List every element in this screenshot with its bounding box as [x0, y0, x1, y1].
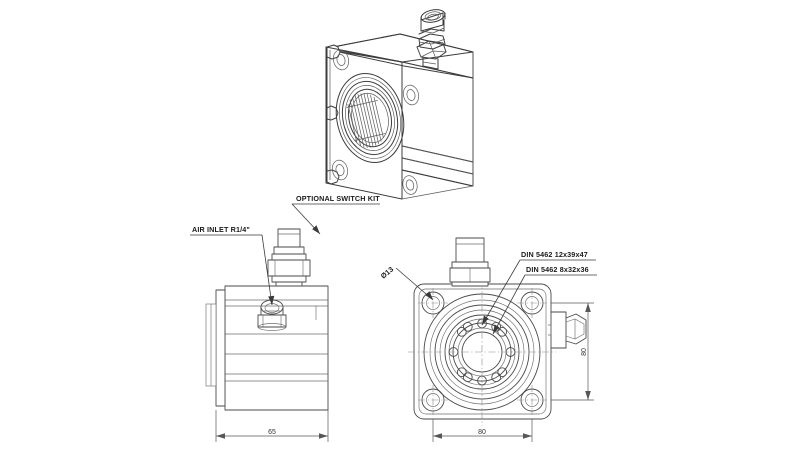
iso-flange-bottom-edge	[401, 185, 474, 200]
front-view: 80 80 Ø13 DIN 546	[379, 237, 597, 442]
spline-outer-leader	[481, 259, 596, 326]
front-side-port	[548, 311, 587, 349]
front-dim-80-v: 80	[551, 302, 594, 401]
side-optional-switch-kit	[267, 228, 311, 287]
isometric-view	[325, 9, 474, 200]
iso-bore-rings	[335, 73, 405, 163]
spline-outer-label: DIN 5462 12x39x47	[521, 250, 588, 259]
iso-air-inlet-fitting	[416, 9, 447, 70]
front-top-fitting	[449, 237, 491, 287]
optional-switch-kit-leader	[291, 203, 380, 235]
air-inlet-leader	[190, 234, 275, 306]
side-dim-65: 65	[215, 410, 329, 442]
iso-body-top-face-2	[327, 33, 474, 63]
front-dim-80-h: 80	[432, 419, 533, 442]
iso-body-right-face	[401, 61, 474, 187]
iso-body-ring-1	[401, 145, 474, 163]
side-view: 65 AIR INLET R1/4" OPTIONAL SWITCH KIT	[190, 194, 380, 442]
side-dim-65-value: 65	[268, 429, 276, 436]
iso-body-ring-2	[401, 157, 474, 175]
front-mounting-holes	[418, 288, 547, 415]
front-dim-80-v-value: 80	[581, 348, 588, 356]
air-inlet-label: AIR INLET R1/4"	[192, 225, 250, 234]
iso-mounting-holes	[331, 49, 420, 195]
iso-spline-teeth	[346, 93, 386, 148]
bore-diameter-leader	[395, 267, 434, 301]
front-dim-80-h-value: 80	[478, 429, 486, 436]
side-flange-plate	[215, 289, 226, 407]
side-body-outline	[224, 285, 329, 411]
optional-switch-kit-label: OPTIONAL SWITCH KIT	[296, 194, 380, 203]
spline-inner-leader	[492, 274, 597, 335]
front-flange-inner-outline	[418, 288, 547, 415]
spline-inner-label: DIN 5462 8x32x36	[526, 265, 589, 274]
bore-diameter-label: Ø13	[379, 265, 396, 281]
